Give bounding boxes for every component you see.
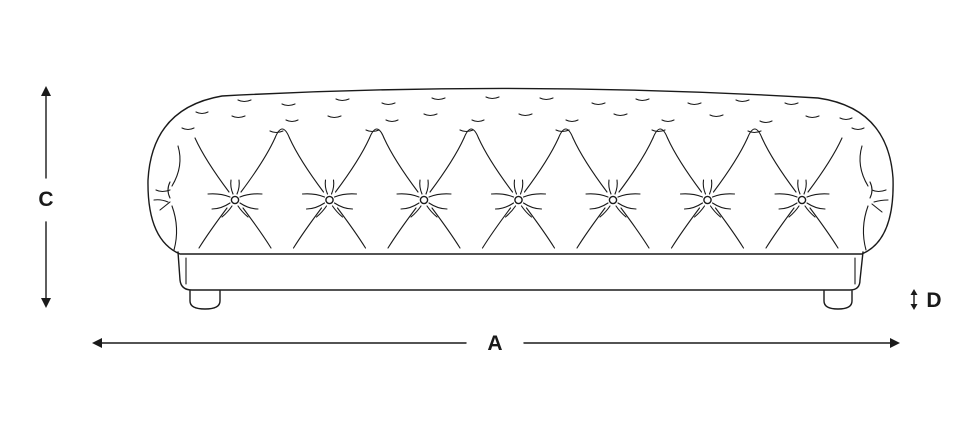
tufted-button [666, 137, 749, 249]
tufted-button [761, 137, 843, 249]
dimension-leg: D [910, 289, 942, 312]
top-tufting-marks [181, 96, 865, 134]
button-icon [514, 195, 523, 205]
button-icon [230, 195, 240, 205]
ottoman-base [177, 251, 864, 291]
tufted-button [383, 137, 465, 249]
button-icon [703, 195, 712, 205]
left-foot [189, 290, 221, 310]
height-arrow-down-icon [41, 298, 51, 308]
dimension-height: C [38, 86, 54, 308]
button-icon [419, 195, 429, 205]
side-tufting [153, 145, 889, 251]
tufted-buttons [194, 128, 843, 249]
tufted-button [572, 137, 654, 249]
ottoman-cushion [147, 87, 894, 255]
tufted-button [477, 137, 560, 249]
tufted-button [288, 137, 371, 249]
tufted-button [194, 137, 276, 249]
width-arrow-right-icon [890, 338, 900, 348]
button-icon [797, 195, 807, 205]
button-icon [325, 195, 334, 205]
width-arrow-left-icon [92, 338, 102, 348]
button-icon [608, 195, 618, 205]
height-label: C [38, 188, 53, 211]
ottoman-illustration [147, 87, 894, 310]
width-label: A [487, 332, 502, 355]
leg-arrow-up-icon [910, 289, 918, 295]
dimension-width: A [92, 332, 900, 355]
leg-arrow-down-icon [910, 304, 918, 310]
right-foot [823, 290, 853, 310]
leg-label: D [926, 289, 941, 312]
height-arrow-up-icon [41, 86, 51, 96]
